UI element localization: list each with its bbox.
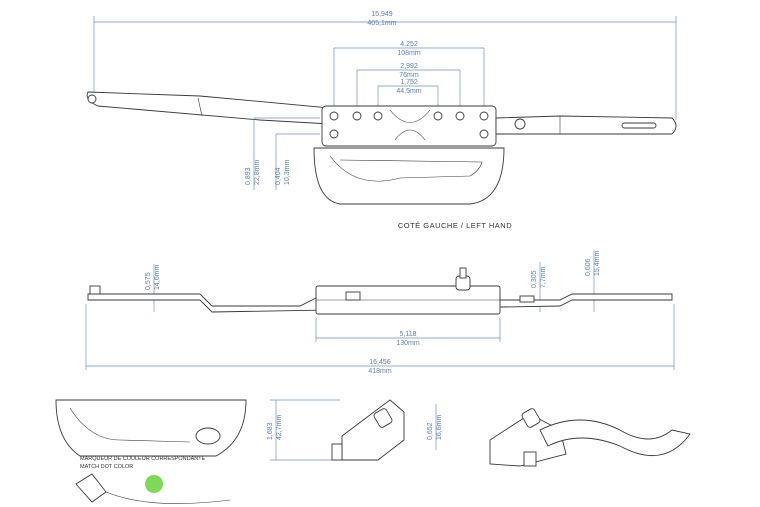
offset-a-in: 0,893: [245, 167, 252, 185]
short-arm: [495, 115, 677, 135]
holes-outer-mm: 108mm: [397, 50, 421, 57]
handle-mm: 16,6mm: [436, 415, 443, 440]
side-h-r2-mm: 15,4mm: [594, 251, 601, 276]
detail-views: MARQUEUR DE COULEUR CORRESPONDANTE MATCH…: [55, 399, 691, 504]
handle-in: 0,652: [427, 422, 434, 440]
offset-b-mm: 10,3mm: [284, 160, 291, 185]
cover-detail: [55, 399, 247, 457]
holes-outer-in: 4,252: [400, 41, 418, 48]
mounting-holes: [329, 111, 489, 139]
side-overall-mm: 418mm: [368, 368, 392, 375]
match-color-dot: [145, 475, 163, 493]
holes-mid-mm: 76mm: [399, 72, 419, 79]
side-h-r1-mm: 7,7mm: [540, 266, 547, 288]
arm-slot: [621, 122, 657, 129]
holes-mid-in: 2,992: [400, 63, 418, 70]
crank-stud: [459, 267, 467, 279]
handle-fragment: [75, 473, 107, 503]
side-base-in: 5,118: [400, 331, 417, 338]
side-overall-in: 16,456: [369, 359, 391, 366]
arm-pivot-hole: [87, 94, 97, 104]
side-h-left-in: 0,575: [145, 272, 152, 290]
height-detail-body: [341, 399, 405, 461]
holes-inner-in: 1,752: [400, 79, 418, 86]
base-plate: [321, 105, 497, 147]
side-h-r1-in: 0,305: [531, 270, 538, 288]
side-h-r2-in: 0,606: [585, 258, 592, 276]
top-overall-mm: 405,1mm: [367, 20, 396, 27]
offset-a-mm: 22,8mm: [254, 160, 261, 185]
holes-inner-mm: 44,5mm: [396, 88, 421, 95]
top-overall-in: 15,949: [371, 11, 393, 18]
match-note-fr: MARQUEUR DE COULEUR CORRESPONDANTE: [80, 456, 206, 462]
side-base-mm: 130mm: [396, 340, 420, 347]
side-view: 0,575 14,6mm 0,305 7,7mm 0,606 15,4mm 5,…: [85, 250, 675, 375]
side-pivot: [89, 285, 101, 295]
height-mm: 42,7mm: [276, 415, 283, 440]
long-arm: [86, 91, 331, 125]
crank-handle: [539, 419, 691, 457]
left-hand-caption: COTÉ GAUCHE / LEFT HAND: [398, 221, 512, 230]
match-note-en: MATCH DOT COLOR: [80, 464, 133, 470]
cover-handle: [313, 147, 505, 205]
top-view: 15,949 405,1mm 4,252 108mm 2,992 76mm 1,…: [86, 11, 677, 230]
offset-b-in: 0,404: [275, 167, 282, 185]
height-in: 1,683: [267, 422, 274, 440]
color-marker: [195, 427, 221, 445]
side-h-left-mm: 14,6mm: [154, 265, 161, 290]
